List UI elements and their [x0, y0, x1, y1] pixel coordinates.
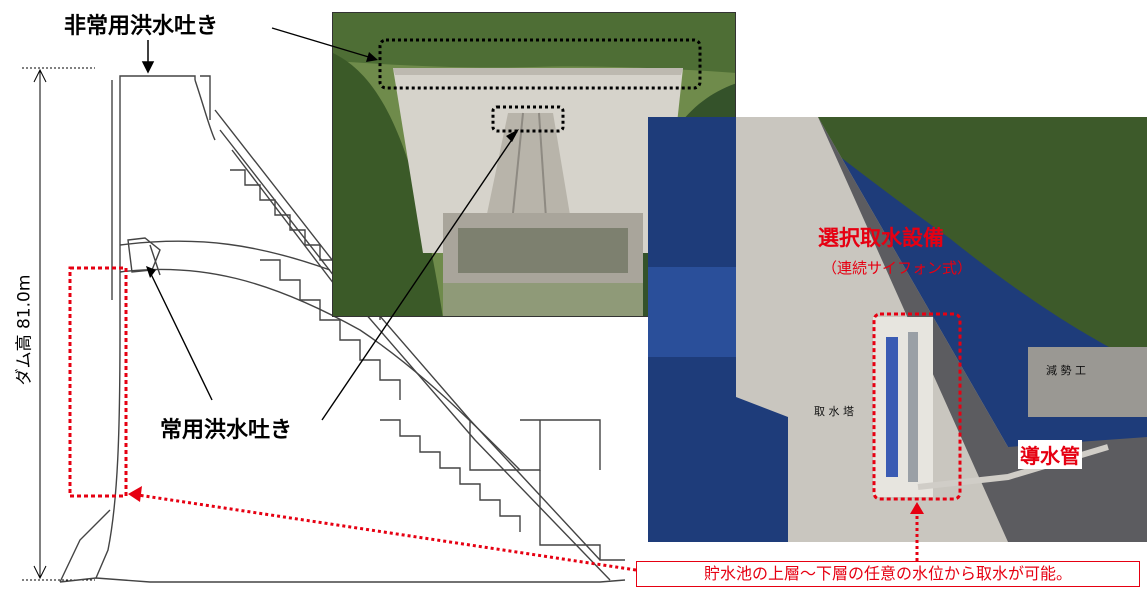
conduit-label: 導水管: [1018, 440, 1082, 469]
regular-spillway-label: 常用洪水吐き: [160, 418, 293, 443]
intake-callout: 貯水池の上層～下層の任意の水位から取水が可能。: [636, 561, 1140, 587]
regular-spillway-box: [491, 105, 565, 133]
dam-height-label: ダム高 81.0m: [14, 274, 35, 386]
intake-tower-text: 取 水 塔: [814, 405, 854, 418]
upstream-intake-box: [68, 266, 128, 498]
regular-spillway-pointer: [149, 271, 213, 401]
emergency-spillway-box: [378, 38, 702, 90]
intake-facility-label: 選択取水設備: [818, 226, 944, 250]
crest-arrow: [141, 40, 155, 74]
intake-facility-image: 減 勢 工 取 水 塔: [648, 117, 1147, 542]
intake-facility-subtitle: （連続サイフォン式）: [822, 259, 973, 277]
intake-tower-box: [872, 312, 962, 501]
emergency-spillway-label: 非常用洪水吐き: [64, 14, 219, 39]
energy-dissipator-text: 減 勢 工: [1046, 363, 1086, 377]
